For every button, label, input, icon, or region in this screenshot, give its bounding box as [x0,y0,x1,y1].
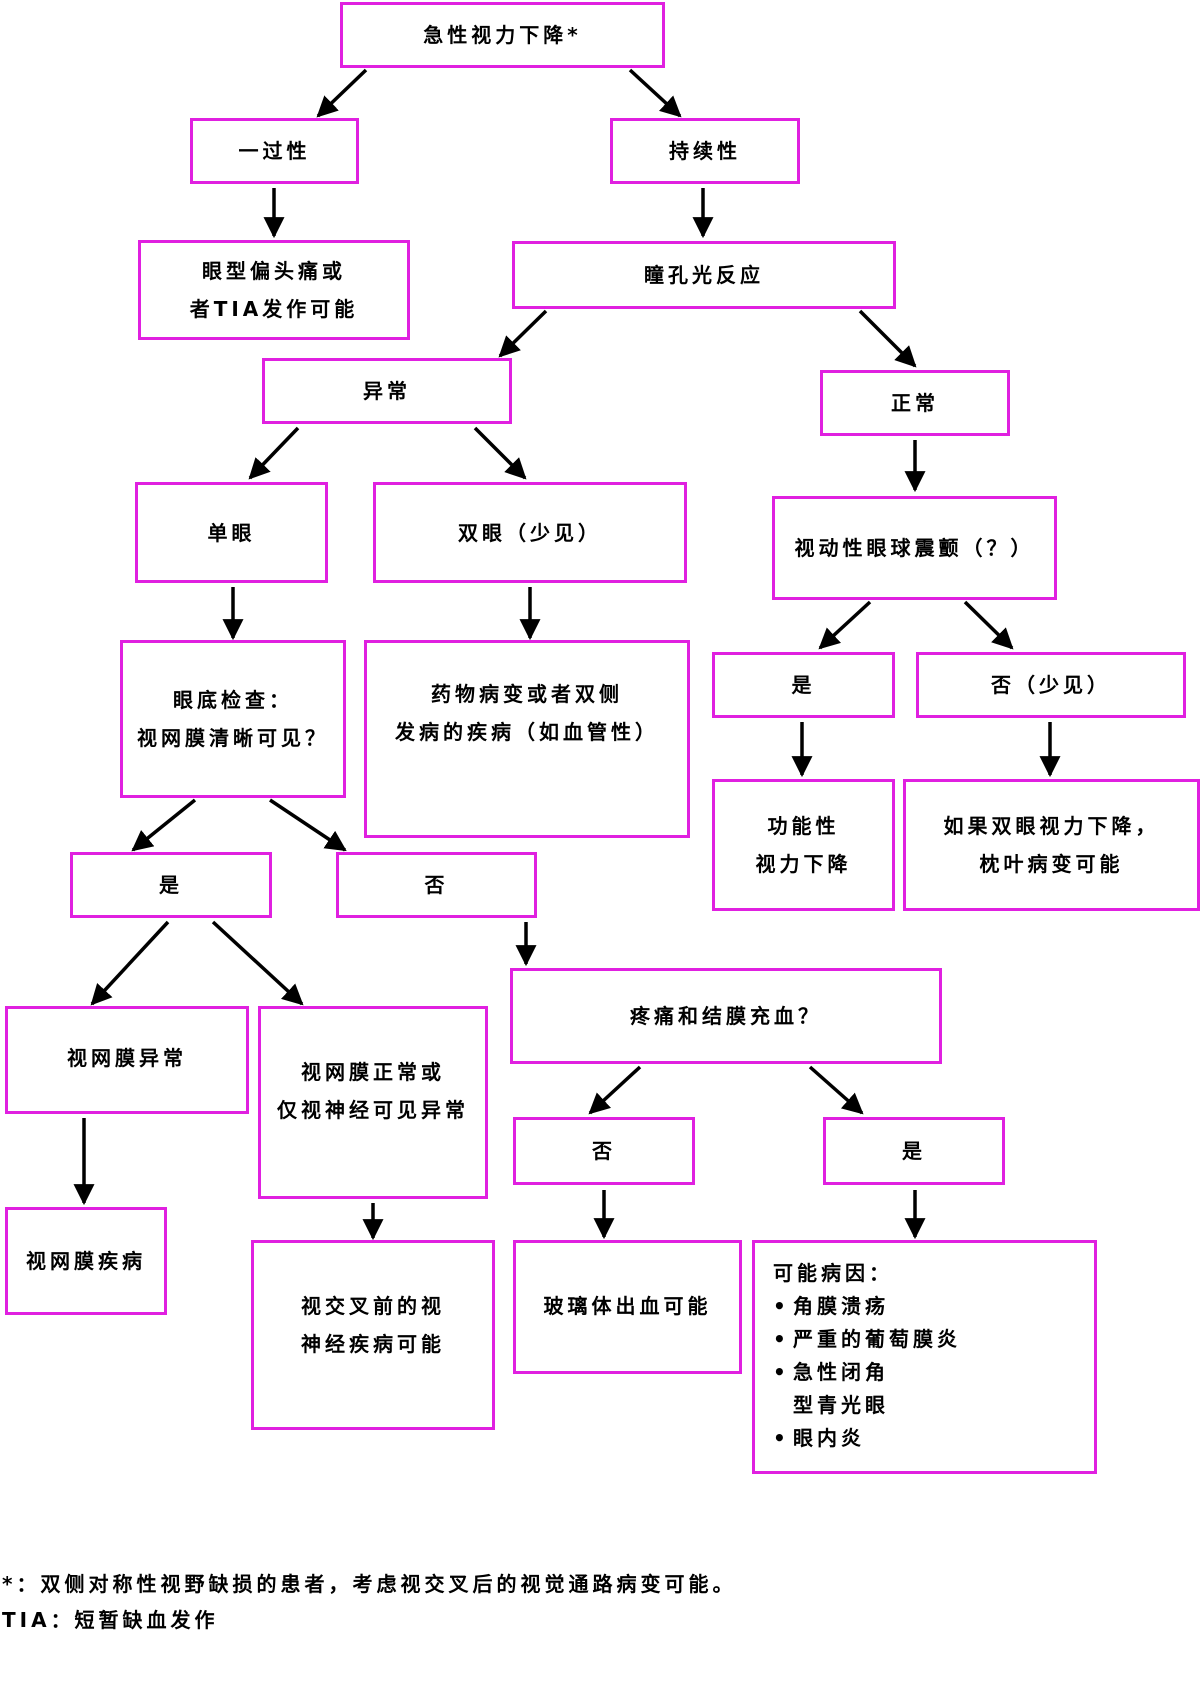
node-fundus-no: 否 [336,852,537,918]
node-text: 仅视神经可见异常 [277,1098,469,1122]
cause-acute-angle-closure: 急性闭角 [773,1356,889,1389]
arrow-pupil-normal [858,309,917,368]
arrow-root-persistent [628,68,682,118]
node-text: 一过性 [238,139,311,163]
node-monocular: 单眼 [135,482,328,583]
node-pupil-reaction: 瞳孔光反应 [512,241,896,309]
node-text: 是 [791,673,816,697]
node-text: 否（少见） [991,673,1111,697]
node-text: 视交叉前的视 [301,1294,445,1318]
node-text: 否 [424,873,449,897]
arrow-pain-no [588,1065,642,1115]
node-possible-causes: 可能病因： 角膜溃疡 严重的葡萄膜炎 急性闭角 型青光眼 眼内炎 [752,1240,1097,1474]
node-text: 是 [159,873,183,897]
node-text: 否 [592,1139,616,1163]
node-ocular-migraine-tia: 眼型偏头痛或 者TIA发作可能 [138,240,410,340]
node-text: 双眼（少见） [458,520,602,545]
node-okn-no: 否（少见） [916,652,1186,718]
cause-corneal-ulcer: 角膜溃疡 [773,1290,889,1323]
node-retina-normal: 视网膜正常或 仅视神经可见异常 [258,1006,488,1199]
node-okn-yes: 是 [712,652,895,718]
causes-title: 可能病因： [773,1261,893,1285]
arrow-root-transient [316,68,368,118]
node-transient: 一过性 [190,118,359,184]
footnote-asterisk: *：双侧对称性视野缺损的患者，考虑视交叉后的视觉通路病变可能。 [2,1572,737,1596]
node-text: 持续性 [669,139,741,163]
node-normal: 正常 [820,370,1010,436]
node-text: 视网膜疾病 [26,1249,146,1273]
node-retina-abnormal: 视网膜异常 [5,1006,249,1114]
node-text: 发病的疾病（如血管性） [395,720,659,744]
node-text: 视网膜正常或 [301,1060,445,1084]
node-drug-bilateral: 药物病变或者双侧 发病的疾病（如血管性） [364,640,690,838]
node-abnormal: 异常 [262,358,512,424]
cause-endophthalmitis: 眼内炎 [773,1422,865,1455]
node-text: 单眼 [207,520,256,545]
arrow-abnormal-mono [248,426,300,480]
node-text: 是 [902,1139,926,1163]
node-occipital: 如果双眼视力下降， 枕叶病变可能 [903,779,1200,911]
node-text: 正常 [891,391,939,415]
node-text: 眼底检查： [173,688,293,712]
arrow-pain-yes [808,1065,864,1115]
node-text: 玻璃体出血可能 [543,1294,712,1318]
arrow-fundus-no [269,798,347,852]
cause-severe-uveitis: 严重的葡萄膜炎 [773,1323,961,1356]
cause-acute-angle-closure-cont: 型青光眼 [793,1393,889,1417]
arrow-okn-yes [818,600,872,650]
node-pain-yes: 是 [823,1117,1005,1185]
node-vitreous-hemorrhage: 玻璃体出血可能 [513,1240,742,1374]
node-text: 枕叶病变可能 [979,852,1124,876]
node-text: 眼型偏头痛或 [202,259,346,283]
node-fundus-yes: 是 [70,852,272,918]
node-text: 视力下降 [755,852,852,876]
arrow-pupil-abnormal [498,309,548,358]
node-functional-loss: 功能性 视力下降 [712,779,895,911]
node-text: 瞳孔光反应 [644,263,764,287]
node-text: 如果双眼视力下降， [943,814,1160,838]
node-retina-disease: 视网膜疾病 [5,1207,167,1315]
node-text: 疼痛和结膜充血？ [630,1004,822,1028]
node-fundus-exam: 眼底检查： 视网膜清晰可见？ [120,640,346,798]
node-acute-vision-loss: 急性视力下降* [340,2,665,68]
arrow-yes-retina-norm [211,920,304,1006]
footnote-tia: TIA：短暂缺血发作 [2,1608,219,1632]
arrow-fundus-yes [131,798,197,852]
node-pain-no: 否 [513,1117,695,1185]
node-text: 功能性 [767,814,840,838]
node-text: 视网膜异常 [67,1046,187,1070]
node-text: 者TIA发作可能 [189,297,359,321]
node-okn: 视动性眼球震颤（？） [772,496,1057,600]
node-text: 药物病变或者双侧 [431,682,623,706]
node-text: 急性视力下降* [423,23,582,47]
node-binocular: 双眼（少见） [373,482,687,583]
node-text: 视网膜清晰可见？ [137,726,329,750]
arrow-yes-retina-abn [90,920,170,1006]
node-prechiasmal-optic: 视交叉前的视 神经疾病可能 [251,1240,495,1430]
node-text: 视动性眼球震颤（？） [794,536,1035,560]
arrow-abnormal-bino [473,426,527,480]
arrow-okn-no [963,600,1014,650]
node-text: 神经疾病可能 [301,1332,445,1356]
node-pain-congestion: 疼痛和结膜充血？ [510,968,942,1064]
node-text: 异常 [363,379,411,403]
node-persistent: 持续性 [610,118,800,184]
